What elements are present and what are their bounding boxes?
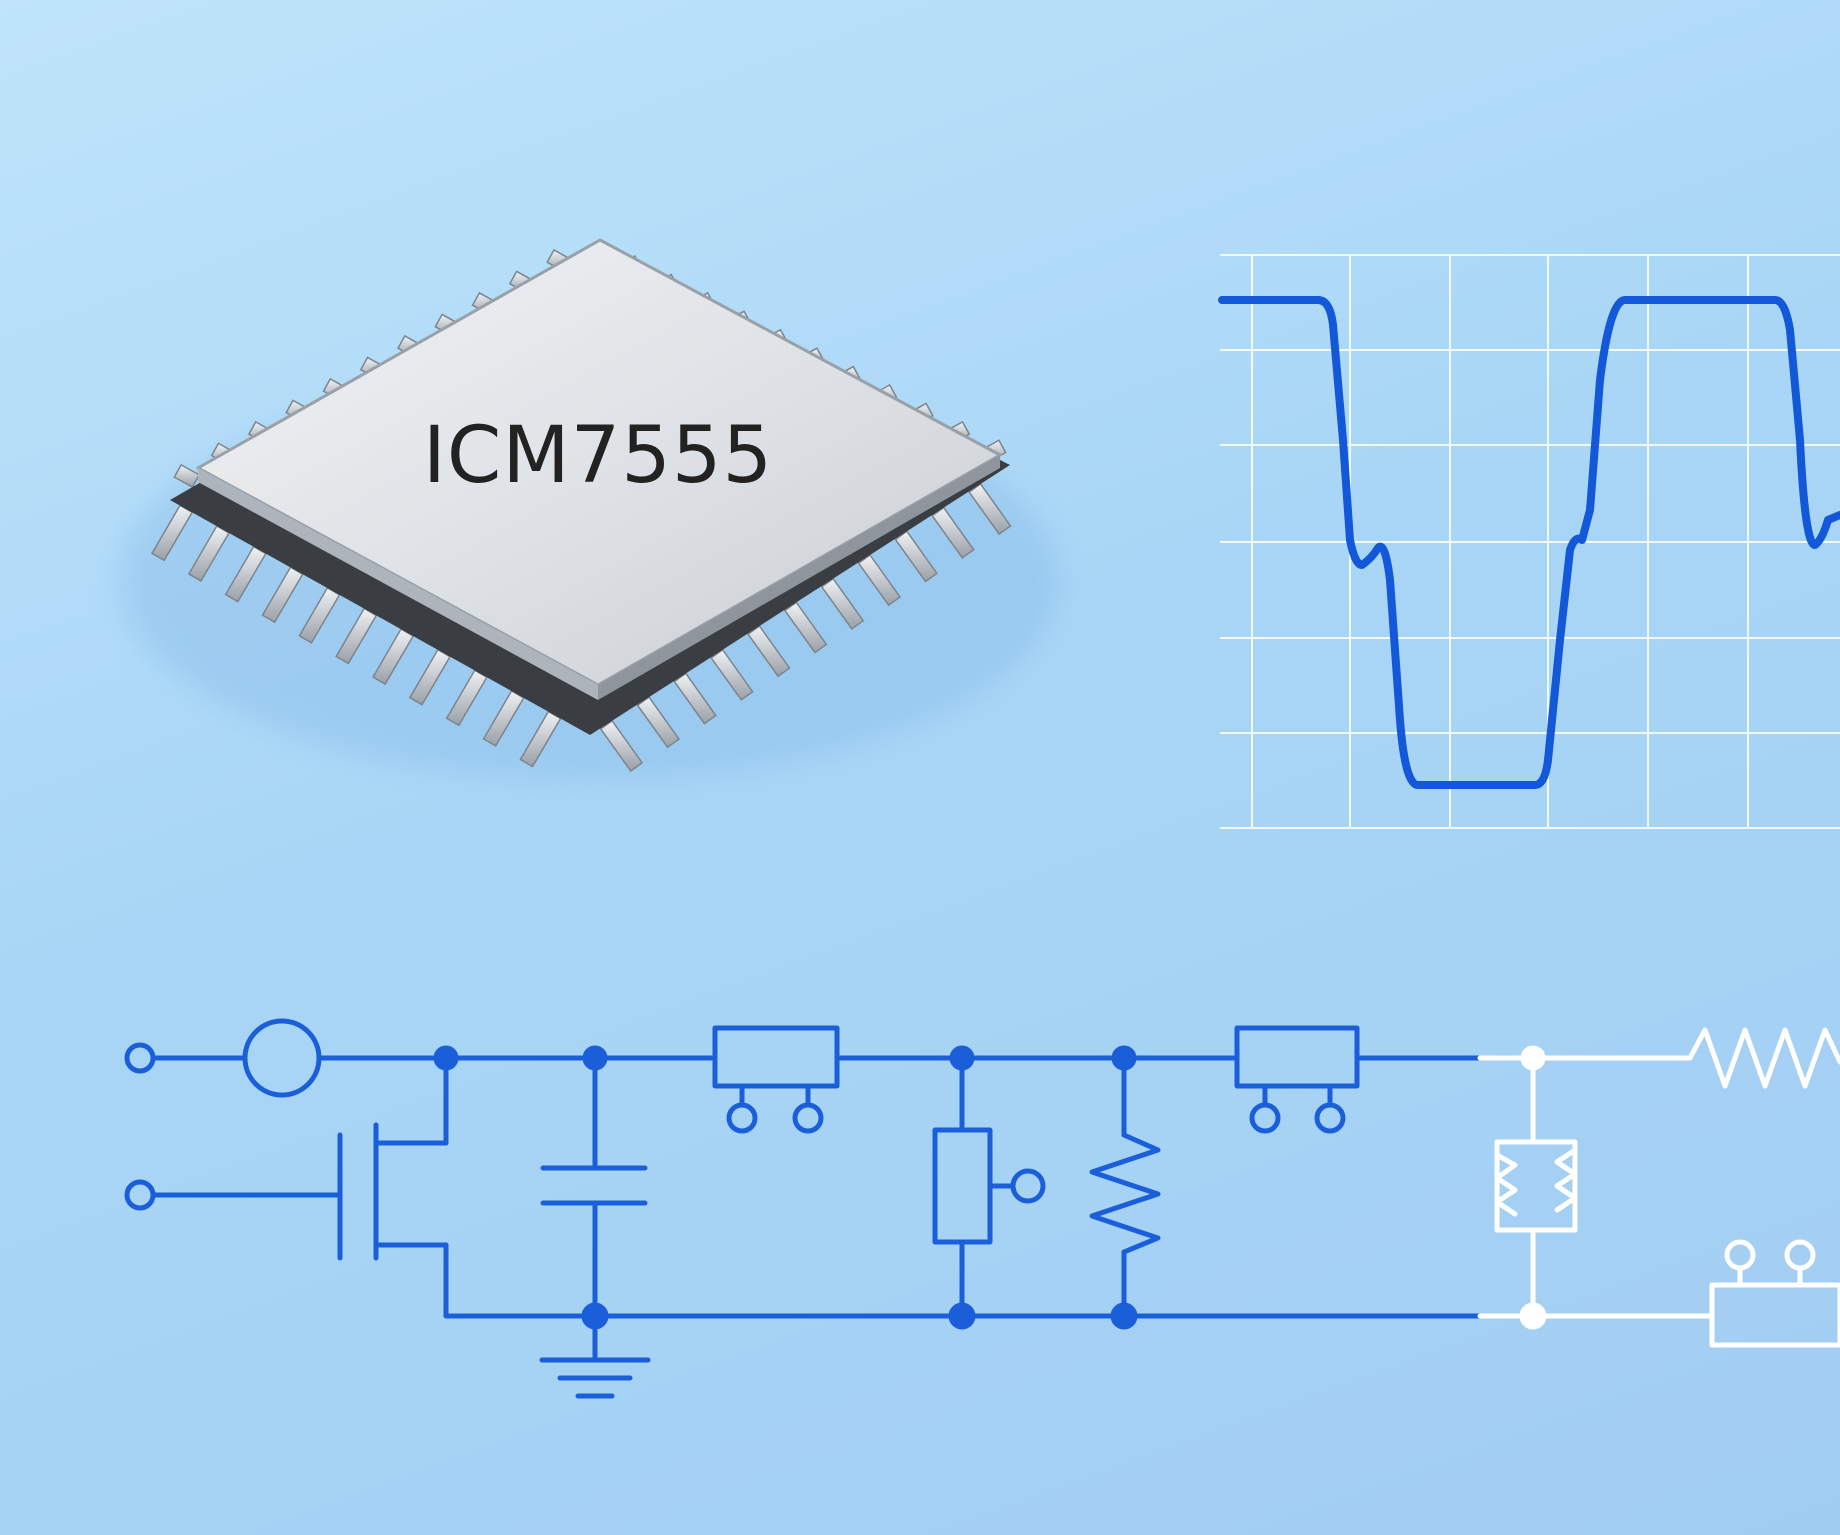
resistor-symbol-right xyxy=(1687,1027,1840,1089)
chip-pin xyxy=(783,601,828,654)
switch-component-3 xyxy=(1709,1239,1840,1348)
chip-top-bevel xyxy=(198,468,598,700)
circuit-schematic-extension xyxy=(1477,1027,1840,1348)
junction-node xyxy=(948,1302,976,1330)
switch-component-1 xyxy=(712,1025,840,1134)
potentiometer-symbol xyxy=(932,1055,1046,1319)
resistor-symbol xyxy=(1089,1055,1161,1319)
chip-pin xyxy=(968,482,1012,536)
chip-pin xyxy=(747,625,791,678)
chip-pin xyxy=(673,672,717,725)
chip-pins-front-right xyxy=(599,482,1012,772)
chip-pin xyxy=(710,648,754,701)
junction-node xyxy=(433,1045,459,1071)
chip-pin xyxy=(931,506,975,559)
input-terminal-bottom xyxy=(124,1179,156,1211)
input-terminal-top xyxy=(124,1042,156,1074)
junction-node xyxy=(1110,1302,1138,1330)
waveform-plot xyxy=(1218,254,1840,829)
waveform-grid xyxy=(1220,254,1840,829)
coupled-inductor-symbol xyxy=(1494,1139,1578,1233)
ground-symbol xyxy=(539,1313,651,1399)
chip-pin xyxy=(599,719,644,772)
ic-chip: ICM7555 xyxy=(120,238,1060,780)
circuit-schematic xyxy=(124,1018,1483,1399)
chip-pin xyxy=(894,530,938,583)
mosfet-symbol xyxy=(150,1055,449,1319)
switch-component-2 xyxy=(1234,1025,1360,1134)
chip-pin xyxy=(173,463,201,489)
chip-label: ICM7555 xyxy=(423,411,773,501)
junction-node xyxy=(582,1045,608,1071)
chip-pin xyxy=(820,577,865,630)
source-symbol xyxy=(242,1018,322,1098)
waveform-trace xyxy=(1218,296,1840,789)
chip-pin xyxy=(636,696,680,749)
chip-pin xyxy=(857,553,902,607)
chip-top-bevel-right xyxy=(598,455,1000,700)
capacitor-symbol xyxy=(540,1055,648,1319)
